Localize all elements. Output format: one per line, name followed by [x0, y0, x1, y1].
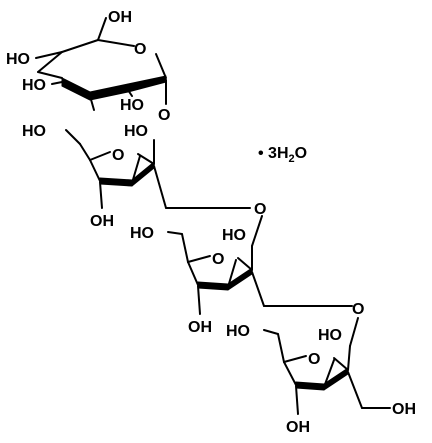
ring-oxygen-label: O: [112, 147, 124, 164]
fructofuranose-ring-1: [65, 129, 251, 209]
glucopyranose-ring: [35, 17, 167, 111]
hydroxyl-label: HO: [318, 327, 342, 344]
hydroxyl-label: OH: [108, 9, 132, 26]
hydroxyl-label: HO: [130, 225, 154, 242]
glycosidic-oxygen-label: O: [352, 301, 364, 318]
hydroxyl-label: HO: [120, 97, 144, 114]
hydroxyl-label: HO: [226, 323, 250, 340]
glycosidic-oxygen-label: O: [254, 201, 266, 218]
hydroxyl-label: HO: [222, 227, 246, 244]
hydroxyl-label: OH: [392, 401, 416, 418]
fructofuranose-ring-3: [263, 317, 391, 415]
hydroxyl-label: HO: [124, 123, 148, 140]
hydroxyl-label: OH: [286, 419, 310, 436]
hydroxyl-label: OH: [188, 319, 212, 336]
ring-oxygen-label: O: [134, 41, 146, 58]
glycosidic-oxygen-label: O: [158, 107, 170, 124]
atom-labels: OH O HO HO HO O HO HO O OH O HO HO O OH …: [6, 9, 416, 436]
ring-oxygen-label: O: [212, 251, 224, 268]
hydrate-label: • 3H2O: [258, 145, 307, 165]
ring-oxygen-label: O: [308, 351, 320, 368]
fructofuranose-ring-2: [167, 215, 353, 315]
hydroxyl-label: HO: [22, 77, 46, 94]
hydroxyl-label: HO: [22, 123, 46, 140]
hydroxyl-label: HO: [6, 51, 30, 68]
hydroxyl-label: OH: [90, 213, 114, 230]
